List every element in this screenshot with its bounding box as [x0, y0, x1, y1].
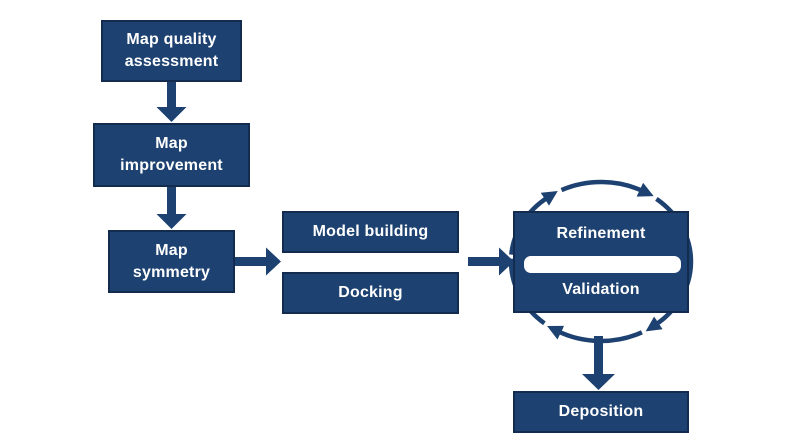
node-refinement: Refinement	[515, 213, 687, 255]
node-model-building: Model building	[282, 211, 459, 253]
cycle-arc	[560, 179, 654, 197]
node-label: Model building	[312, 223, 429, 240]
node-label: Docking	[338, 284, 403, 301]
node-deposition: Deposition	[513, 391, 689, 433]
node-label-line: Map quality	[126, 31, 217, 48]
arrow-symmetry-to-building	[235, 247, 281, 276]
node-map-symmetry: Map symmetry	[108, 230, 235, 293]
node-label-line: symmetry	[132, 263, 211, 281]
node-refinement-validation-group: Refinement Validation	[513, 211, 689, 313]
node-label: Deposition	[558, 403, 644, 420]
node-label: Refinement	[556, 225, 646, 242]
node-validation: Validation	[515, 269, 687, 311]
node-label-line: assessment	[124, 53, 219, 70]
arrow-quality-to-improvement	[156, 81, 187, 122]
node-label: Validation	[562, 281, 640, 298]
arrow-docking-to-refinement	[468, 247, 514, 276]
node-docking: Docking	[282, 272, 459, 314]
node-map-quality-assessment: Map quality assessment	[101, 20, 242, 82]
node-label-line: Map	[155, 135, 188, 152]
arrow-improvement-to-symmetry	[156, 186, 187, 229]
node-label-line: improvement	[120, 157, 223, 174]
arrow-cycle-to-deposition	[582, 336, 615, 390]
node-label-line: Map	[155, 241, 188, 259]
cycle-gap-slot	[524, 256, 681, 273]
node-map-improvement: Map improvement	[93, 123, 250, 187]
